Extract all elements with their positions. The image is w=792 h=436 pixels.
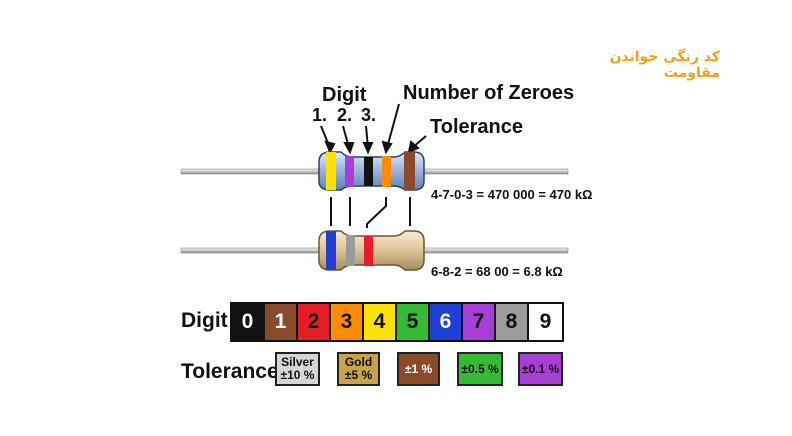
page-title: کد رنگی خواندن مقاومت <box>609 49 720 81</box>
tolerance-row-label: Tolerance <box>181 360 279 383</box>
tolerance-green-value: ±0.5 % <box>461 361 499 376</box>
digit-cell-5: 5 <box>397 304 430 340</box>
digit-cell-3: 3 <box>331 304 364 340</box>
tolerance-brown: ±1 % <box>397 352 440 386</box>
zeroes-label: Number of Zeroes <box>403 82 574 104</box>
resistor-2-band-3 <box>364 236 373 266</box>
digit-cell-1: 1 <box>265 304 298 340</box>
tolerance-gold-name: Gold <box>344 355 373 369</box>
resistor-1 <box>180 151 569 191</box>
digit-cell-9: 9 <box>529 304 562 340</box>
arrowhead-2 <box>343 142 355 155</box>
digit-number-2: 2. <box>337 105 352 125</box>
arrowhead-tolerance <box>407 140 420 154</box>
resistor-2-band-2 <box>346 235 355 266</box>
digit-row-label: Digit <box>181 309 228 332</box>
connector-lines <box>330 197 411 228</box>
resistor-2 <box>180 230 569 271</box>
digit-cell-7: 7 <box>463 304 496 340</box>
tolerance-violet-value: ±0.1 % <box>521 361 560 376</box>
tolerance-violet: ±0.1 % <box>518 352 563 386</box>
tolerance-silver-name: Silver <box>281 355 314 369</box>
resistor-1-band-1 <box>326 152 336 190</box>
tolerance-label-top: Tolerance <box>430 116 523 138</box>
resistor-1-equation: 4-7-0-3 = 470 000 = 470 kΩ <box>431 187 592 202</box>
digit-label: Digit <box>322 84 367 106</box>
arrowhead-1 <box>324 140 336 155</box>
digit-cell-6: 6 <box>430 304 463 340</box>
digit-number-1: 1. <box>312 105 327 125</box>
arrowhead-zeroes <box>381 140 393 155</box>
tolerance-silver-value: ±10 % <box>280 368 315 382</box>
digit-cell-0: 0 <box>232 304 265 340</box>
digit-number-3: 3. <box>361 105 376 125</box>
digit-cell-8: 8 <box>496 304 529 340</box>
resistor-1-band-3 <box>364 157 373 186</box>
tolerance-gold: Gold ±5 % <box>337 352 380 386</box>
arrowhead-3 <box>362 142 374 155</box>
pointer-arrows <box>320 103 427 155</box>
resistor-1-band-4 <box>382 156 391 187</box>
tolerance-brown-value: ±1 % <box>404 361 433 376</box>
digit-cell-4: 4 <box>364 304 397 340</box>
resistor-2-band-1 <box>326 231 336 270</box>
arrow-zeroes <box>386 103 400 149</box>
tolerance-green: ±0.5 % <box>457 352 503 386</box>
tolerance-silver: Silver ±10 % <box>275 352 320 386</box>
digit-color-strip: 0 1 2 3 4 5 6 7 8 9 <box>230 302 564 342</box>
tolerance-gold-value: ±5 % <box>344 368 373 382</box>
resistor-1-band-2 <box>345 156 354 187</box>
resistor-2-equation: 6-8-2 = 68 00 = 6.8 kΩ <box>431 264 563 279</box>
digit-cell-2: 2 <box>298 304 331 340</box>
resistor-1-band-5 <box>404 152 415 190</box>
